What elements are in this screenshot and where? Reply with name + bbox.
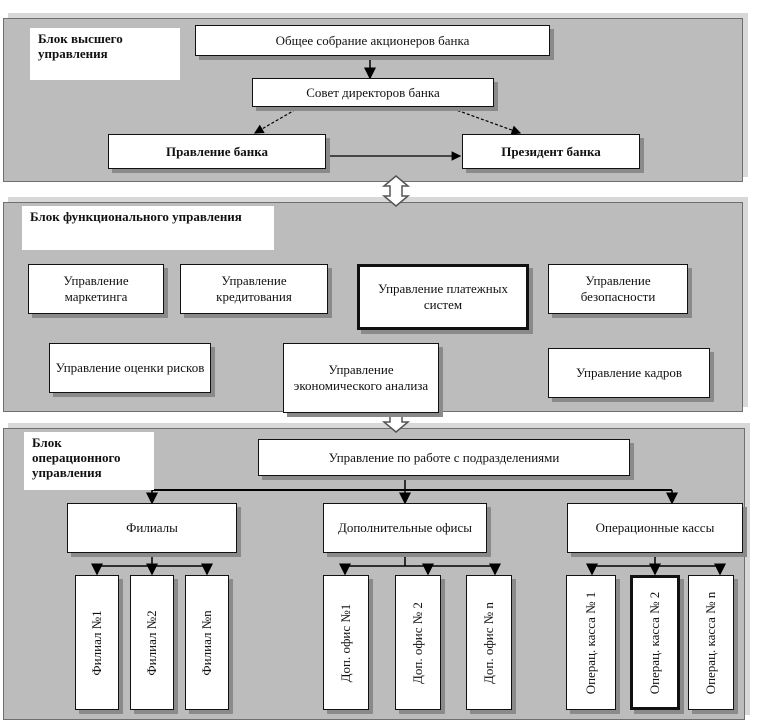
branch-2-box: Филиал №2 — [130, 575, 174, 710]
branches-box: Филиалы — [67, 503, 237, 553]
risk-assessment-dept-box: Управление оценки рисков — [49, 343, 211, 393]
bank-president-box: Президент банка — [462, 134, 640, 169]
security-dept-box: Управление безопасности — [548, 264, 688, 314]
management-board-box: Правление банка — [108, 134, 326, 169]
cash-desks-box: Операционные кассы — [567, 503, 743, 553]
divisions-management-box: Управление по работе с подразделениями — [258, 439, 630, 476]
cash-desk-n-box: Операц. касса № n — [688, 575, 734, 710]
cash-desk-n-label: Операц. касса № n — [703, 591, 718, 694]
payment-systems-dept-box: Управление платежных систем — [357, 264, 529, 330]
branch-2-label: Филиал №2 — [144, 609, 159, 676]
cash-desk-1-box: Операц. касса № 1 — [566, 575, 616, 710]
board-of-directors-box: Совет директоров банка — [252, 78, 494, 107]
cash-desk-2-label: Операц. касса № 2 — [647, 591, 662, 694]
office-2-box: Доп. офис № 2 — [395, 575, 441, 710]
cash-desk-1-label: Операц. касса № 1 — [583, 591, 598, 694]
office-1-label: Доп. офис №1 — [338, 603, 353, 682]
branch-n-box: Филиал №n — [185, 575, 229, 710]
marketing-dept-box: Управление маркетинга — [28, 264, 164, 314]
branch-1-label: Филиал №1 — [89, 609, 104, 676]
office-n-label: Доп. офис № n — [481, 601, 496, 684]
additional-offices-box: Дополнительные офисы — [323, 503, 487, 553]
office-n-box: Доп. офис № n — [466, 575, 512, 710]
hr-dept-box: Управление кадров — [548, 348, 710, 398]
lending-dept-box: Управление кредитования — [180, 264, 328, 314]
shareholders-meeting-box: Общее собрание акционеров банка — [195, 25, 550, 56]
top-block-title: Блок высшего управления — [30, 28, 180, 80]
branch-n-label: Филиал №n — [199, 609, 214, 676]
operational-block-title: Блок операционного управления — [24, 432, 154, 490]
economic-analysis-dept-box: Управление экономического анализа — [283, 343, 439, 413]
cash-desk-2-box: Операц. касса № 2 — [630, 575, 680, 710]
functional-block-title: Блок функционального управления — [22, 206, 274, 250]
branch-1-box: Филиал №1 — [75, 575, 119, 710]
office-1-box: Доп. офис №1 — [323, 575, 369, 710]
office-2-label: Доп. офис № 2 — [410, 601, 425, 684]
